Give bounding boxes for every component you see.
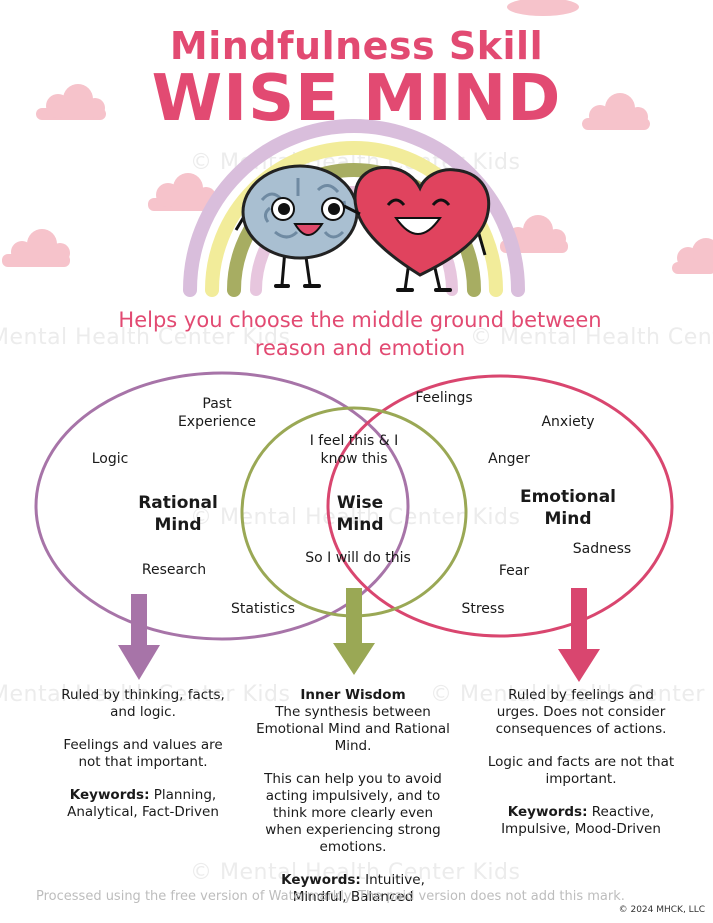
title-line-1: Mindfulness Skill xyxy=(169,24,544,68)
emotional-word-feelings: Feelings xyxy=(415,390,473,406)
wise-description: Inner Wisdom The synthesis between Emoti… xyxy=(256,687,450,922)
wise-top-text: I feel this & I know this xyxy=(309,433,399,467)
emotional-word-fear: Fear xyxy=(498,563,530,579)
heart-icon xyxy=(343,165,491,292)
emotional-word-anger: Anger xyxy=(488,451,530,467)
rational-keywords: Keywords: Planning, Analytical, Fact-Dri… xyxy=(54,787,232,821)
emotional-desc-p2: Logic and facts are not that important. xyxy=(487,754,675,787)
rational-desc-p1: Ruled by thinking, facts, and logic. xyxy=(61,687,225,720)
wise-mind-label: Wise Mind xyxy=(336,493,384,535)
emotional-word-stress: Stress xyxy=(461,601,505,617)
watermark: © Mental Health Center Kids xyxy=(0,682,291,707)
emotional-circle xyxy=(326,374,674,638)
wise-desc-p2: This can help you to avoid acting impuls… xyxy=(264,771,442,855)
venn-diagram xyxy=(34,371,674,682)
cloud-icon xyxy=(2,229,70,267)
cloud-icon xyxy=(582,93,650,130)
keywords-label: Keywords: xyxy=(69,787,150,803)
rational-mind-label: Rational Mind xyxy=(138,493,218,535)
footer-watermark: Processed using the free version of Wate… xyxy=(36,889,625,904)
emotional-mind-label: Emotional Mind xyxy=(519,487,617,529)
cloud-icon xyxy=(672,238,713,274)
subtitle: Helps you choose the middle ground betwe… xyxy=(118,308,602,360)
wise-desc-heading: Inner Wisdom xyxy=(300,687,406,703)
emotional-word-sadness: Sadness xyxy=(572,541,632,557)
keywords-value: Intuitive, Mindful, Balanced xyxy=(292,872,425,905)
watermark: © Mental Health Center Kids xyxy=(0,325,291,350)
rational-circle xyxy=(34,371,410,641)
rational-word-logic: Logic xyxy=(91,451,129,467)
wise-arrow xyxy=(333,588,375,675)
rational-word-research: Research xyxy=(141,562,207,578)
keywords-label: Keywords: xyxy=(507,804,588,820)
keywords-label: Keywords: xyxy=(281,872,361,888)
title-line-2: WISE MIND xyxy=(151,62,562,136)
keywords-value: Reactive, Impulsive, Mood-Driven xyxy=(501,804,661,837)
rational-word-past-experience: Past Experience xyxy=(177,396,257,430)
rational-word-statistics: Statistics xyxy=(231,601,295,617)
watermark: © Mental Health Center Kids xyxy=(430,682,713,707)
keywords-value: Planning, Analytical, Fact-Driven xyxy=(67,787,219,820)
rational-arrow xyxy=(118,594,160,680)
emotional-word-anxiety: Anxiety xyxy=(541,414,595,430)
emotional-arrow xyxy=(558,588,600,682)
rational-description: Ruled by thinking, facts, and logic. Fee… xyxy=(54,687,232,837)
watermark: © Mental Health Center Kids xyxy=(470,325,713,350)
watermark: © Mental Health Center Kids xyxy=(190,860,521,885)
header-illustration xyxy=(2,0,713,297)
clouds xyxy=(2,0,713,274)
brain-icon xyxy=(234,164,359,288)
wise-keywords: Keywords: Intuitive, Mindful, Balanced xyxy=(256,872,450,906)
rational-desc-p2: Feelings and values are not that importa… xyxy=(63,737,223,770)
emotional-keywords: Keywords: Reactive, Impulsive, Mood-Driv… xyxy=(486,804,676,838)
cloud-icon xyxy=(507,0,579,16)
cloud-icon xyxy=(36,84,106,120)
wise-desc-p1: The synthesis between Emotional Mind and… xyxy=(256,704,450,754)
wise-bottom-text: So I will do this xyxy=(305,550,411,566)
emotional-desc-p1: Ruled by feelings and urges. Does not co… xyxy=(495,687,667,737)
emotional-description: Ruled by feelings and urges. Does not co… xyxy=(486,687,676,854)
copyright: © 2024 MHCK, LLC xyxy=(618,905,705,915)
